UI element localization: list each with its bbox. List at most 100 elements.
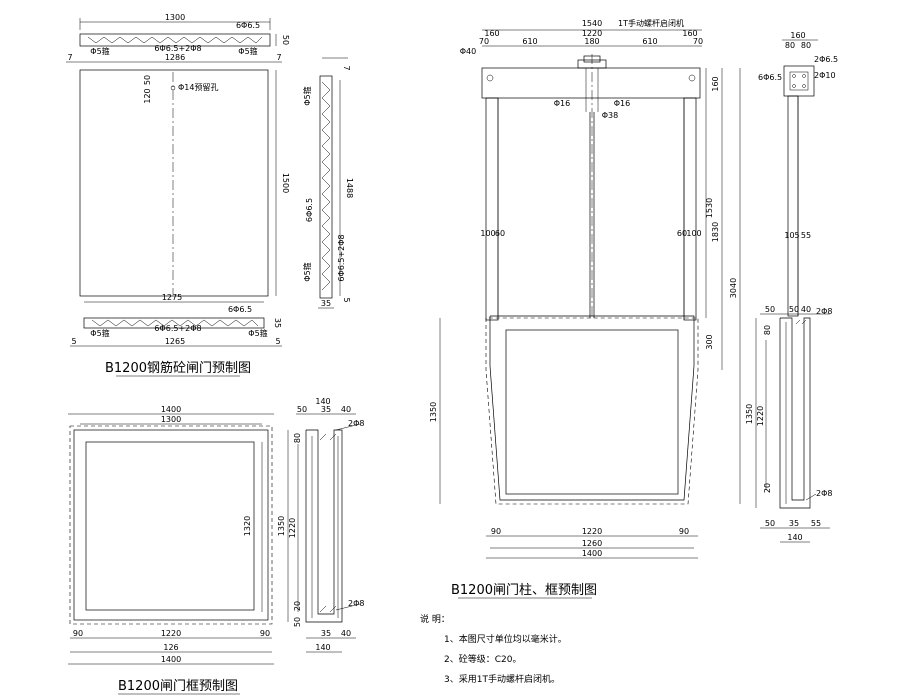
frame-sec-1220: 1220	[288, 518, 297, 538]
frame-sec-80: 80	[293, 433, 302, 443]
col-sec-80b: 80	[801, 41, 811, 50]
col-sec-40: 40	[801, 305, 811, 314]
gate-dim-120: 120	[143, 88, 152, 103]
frame-sec-20: 20	[293, 601, 302, 611]
col-dim-1830: 1830	[711, 222, 720, 242]
col-sec-2phi65: 2Φ6.5	[814, 55, 838, 64]
col-sec-2phi8-top: 2Φ8	[816, 307, 832, 316]
col-width-60-right: 60	[677, 229, 687, 238]
col-dim-300: 300	[705, 334, 714, 349]
col-sec-80a: 80	[785, 41, 795, 50]
col-sec-55: 55	[801, 231, 811, 240]
col-sec-50: 50	[765, 305, 775, 314]
col-dim-3040: 3040	[729, 278, 738, 298]
gate-height: 1500	[281, 173, 290, 193]
col-sec-bottom-140: 140	[787, 533, 802, 542]
gate-bottom-width2: 1265	[165, 337, 185, 346]
gate-bottom-stirrup-right: Φ5箍	[248, 328, 267, 338]
col-sec-105: 105	[784, 231, 799, 240]
frame-drawing: 1400 1300 1320 90 1220 90 126 1400 B1200…	[68, 397, 364, 695]
frame-outer-width: 1400	[161, 405, 181, 414]
gate-bottom-width: 1275	[162, 293, 182, 302]
gate-top-thick: 50	[281, 35, 290, 45]
gate-bottom-thick: 35	[273, 318, 282, 328]
frame-sec-40: 40	[341, 405, 351, 414]
frame-side-90-left: 90	[73, 629, 83, 638]
gate-side-top: 7	[342, 65, 351, 70]
frame-sec-bottom-35: 35	[321, 629, 331, 638]
col-sec-160: 160	[790, 31, 805, 40]
frame-bottom-126: 126	[163, 643, 178, 652]
notes-heading: 说 明：	[420, 613, 450, 625]
col-dim-1530: 1530	[705, 198, 714, 218]
frame-sec-35: 35	[321, 405, 331, 414]
frame-sec-bar-top: 2Φ8	[348, 419, 364, 428]
col-base-90-right: 90	[679, 527, 689, 536]
gate-side-len: 1488	[345, 178, 354, 198]
frame-title: B1200闸门框预制图	[118, 679, 238, 694]
col-sec-2phi8-bottom: 2Φ8	[816, 489, 832, 498]
gate-side-bottom: 5	[342, 297, 351, 302]
gate-top-stirrup-right: Φ5箍	[238, 46, 257, 56]
col-dia-16-left: Φ16	[554, 99, 570, 108]
col-base-1220: 1220	[582, 527, 602, 536]
col-sec-6phi65: 6Φ6.5	[758, 73, 782, 82]
frame-bottom-1400: 1400	[161, 655, 181, 664]
col-sec-1350: 1350	[745, 404, 754, 424]
col-seg-70-left: 70	[479, 37, 489, 46]
gate-top-main-bar: 6Φ6.5+2Φ8	[154, 44, 201, 53]
gate-cover-right: 7	[276, 53, 281, 62]
frame-sec-bottom-140: 140	[315, 643, 330, 652]
col-sec-50b: 50	[789, 305, 799, 314]
gate-dim-50: 50	[143, 75, 152, 85]
col-sec-2phi10: 2Φ10	[814, 71, 836, 80]
col-base-90-left: 90	[491, 527, 501, 536]
frame-sec-bottom-40: 40	[341, 629, 351, 638]
gate-hole-label: Φ14预留孔	[178, 82, 218, 92]
col-top-1540: 1540	[582, 19, 602, 28]
col-sec-20: 20	[763, 483, 772, 493]
col-top-160-right: 160	[682, 29, 697, 38]
gate-top-width: 1300	[165, 13, 185, 22]
col-seg-180: 180	[584, 37, 599, 46]
gate-side-stirrup-bot: Φ5箍	[302, 262, 312, 281]
gate-top-stirrup-left: Φ5箍	[90, 46, 109, 56]
col-base-1260: 1260	[582, 539, 602, 548]
col-seg-70-right: 70	[693, 37, 703, 46]
col-dia-40: Φ40	[460, 47, 476, 56]
gate-inner-width: 1286	[165, 53, 185, 62]
col-width-100-right: 100	[686, 229, 701, 238]
col-hoist-label: 1T手动螺杆启闭机	[618, 18, 684, 28]
col-sec-1220: 1220	[756, 406, 765, 426]
frame-sec-1350: 1350	[277, 516, 286, 536]
gate-side-bar: 6Φ6.5	[305, 198, 314, 222]
frame-sec-50b: 50	[293, 617, 302, 627]
col-top-1220: 1220	[582, 29, 602, 38]
col-sec-80: 80	[763, 325, 772, 335]
note-item-3: 3、采用1T手动螺杆启闭机。	[444, 673, 560, 685]
col-dia-16-right: Φ16	[614, 99, 630, 108]
frame-bottom-1220: 1220	[161, 629, 181, 638]
note-item-1: 1、本图尺寸单位均以毫米计。	[444, 633, 567, 645]
col-dim-160: 160	[711, 76, 720, 91]
note-item-2: 2、砼等级：C20。	[444, 653, 521, 665]
gate-bottom-cover-right: 5	[275, 337, 280, 346]
gate-drawing: 1300 6Φ6.5 50 Φ5箍 6Φ6.5+2Φ8 Φ5箍 7 1286 7…	[66, 13, 354, 377]
col-seg-610-left: 610	[522, 37, 537, 46]
gate-cover-left: 7	[67, 53, 72, 62]
column-title: B1200闸门柱、框预制图	[451, 583, 597, 598]
gate-title: B1200钢筋砼闸门预制图	[105, 360, 251, 376]
gate-side-width: 35	[321, 299, 331, 308]
col-top-160-left: 160	[484, 29, 499, 38]
frame-sec-bar-bottom: 2Φ8	[348, 599, 364, 608]
frame-inner-width: 1300	[161, 415, 181, 424]
col-width-60-left: 60	[495, 229, 505, 238]
gate-bottom-main-bar: 6Φ6.5+2Φ8	[154, 324, 201, 333]
col-sec-bottom-35: 35	[789, 519, 799, 528]
gate-side-stirrup-top: Φ5箍	[302, 86, 312, 105]
col-dia-38: Φ38	[602, 111, 618, 120]
col-sec-bottom-50: 50	[765, 519, 775, 528]
column-drawing: 160 1540 1T手动螺杆启闭机 1220 160 Φ40 70 610 1…	[429, 18, 838, 599]
gate-side-main: 6Φ6.5+2Φ8	[337, 234, 346, 281]
